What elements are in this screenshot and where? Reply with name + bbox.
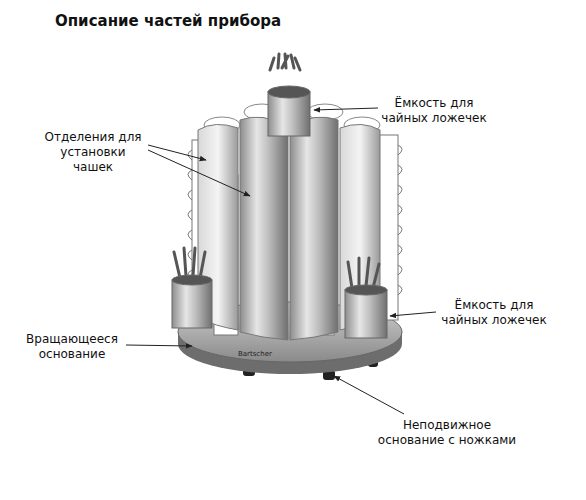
part-label: Вращающееся основание — [20, 332, 124, 362]
title: Описание частей прибора — [55, 12, 281, 30]
spoon-holder — [268, 54, 310, 136]
part-label: Ёмкость для чайных ложечек — [438, 298, 550, 328]
leader-line — [126, 108, 436, 414]
part-label: Неподвижное основание с ножками — [372, 418, 522, 448]
part-label: Ёмкость для чайных ложечек — [378, 96, 490, 126]
part-label: Отделения для установки чашек — [40, 130, 146, 175]
spoon-holder — [345, 258, 387, 338]
brand-name: Bartscher — [238, 350, 272, 358]
spoon-holder — [172, 248, 212, 328]
